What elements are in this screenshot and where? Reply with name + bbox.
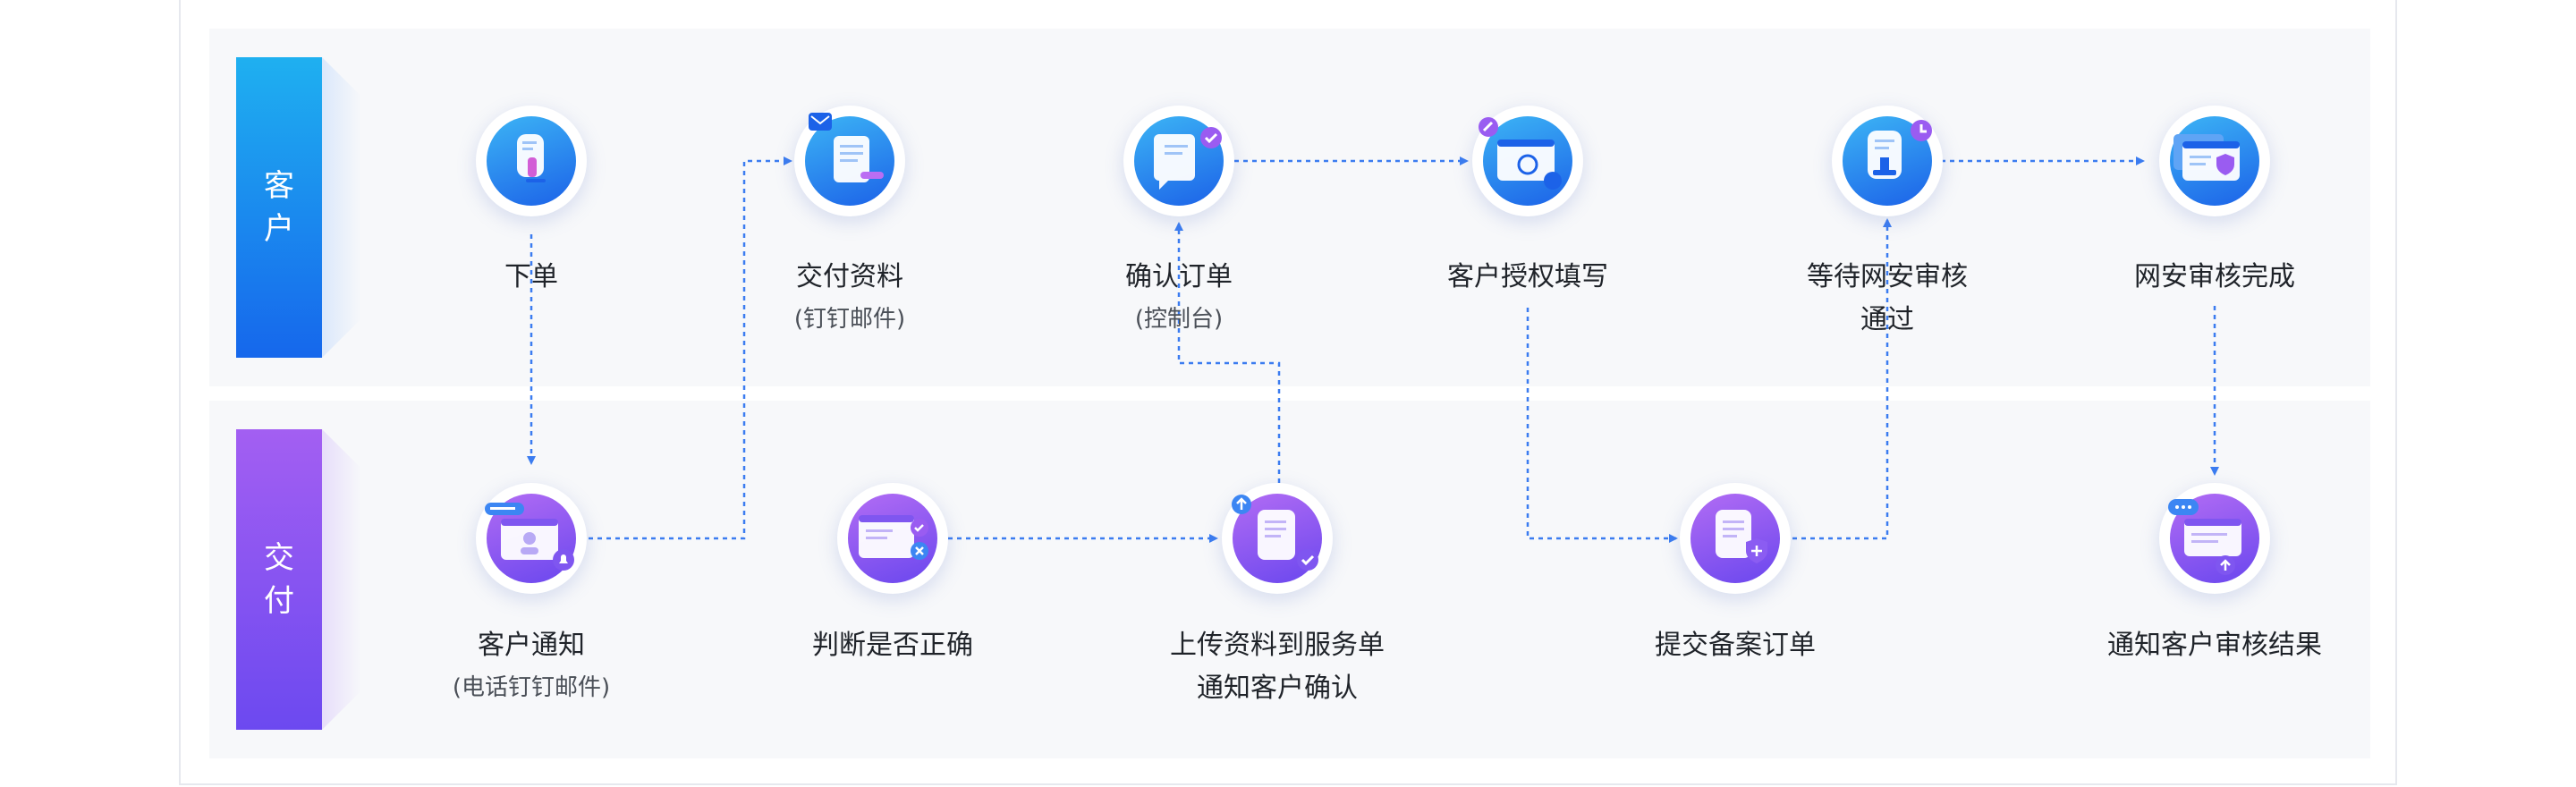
upload-docs-title: 上传资料到服务单 <box>1170 630 1385 661</box>
profile-bell-icon <box>485 503 574 571</box>
delivery-lane-label-line2: 付 <box>264 583 294 619</box>
customer-auth-label: 客户授权填写 <box>1447 256 1608 299</box>
delivery-lane-label-line1: 交 <box>264 540 294 576</box>
notify-customer-sub: (电话钉钉邮件) <box>452 674 611 701</box>
confirm-order-node[interactable] <box>1123 106 1234 216</box>
delivery-lane-tab <box>322 429 361 730</box>
deliver-docs-node[interactable] <box>794 106 905 216</box>
deliver-docs-sub: (钉钉邮件) <box>793 306 906 333</box>
check-cross-window-icon <box>859 515 928 560</box>
hand-form-icon <box>517 134 546 182</box>
connector-upload-to-confirm <box>1174 222 1281 483</box>
submit-filing-title: 提交备案订单 <box>1655 630 1816 661</box>
upload-docs-title2: 通知客户确认 <box>1197 673 1358 704</box>
stamp-clock-icon <box>1868 120 1932 179</box>
connector-submit-to-wait <box>1792 218 1892 540</box>
customer-lane <box>209 29 2370 386</box>
notify-result-title: 通知客户审核结果 <box>2107 630 2322 661</box>
customer-auth-title: 客户授权填写 <box>1447 261 1608 292</box>
review-done-label: 网安审核完成 <box>2134 256 2295 299</box>
notify-customer-title: 客户通知 <box>477 630 585 661</box>
judge-correct-label: 判断是否正确 <box>812 624 973 667</box>
connector-auth-to-submit <box>1526 308 1678 543</box>
confirm-order-title: 确认订单 <box>1125 261 1233 292</box>
wait-review-node[interactable] <box>1832 106 1943 216</box>
upload-docs-node[interactable] <box>1222 483 1333 594</box>
order-title: 下单 <box>504 261 558 292</box>
judge-correct-node[interactable] <box>837 483 948 594</box>
notify-result-label: 通知客户审核结果 <box>2107 624 2322 667</box>
notify-customer-node[interactable] <box>476 483 587 594</box>
customer-lane-label-line1: 客 <box>264 168 294 204</box>
message-upload-icon <box>2168 499 2241 575</box>
review-done-title: 网安审核完成 <box>2134 261 2295 292</box>
window-shield-icon <box>2174 134 2240 181</box>
submit-filing-node[interactable] <box>1680 483 1791 594</box>
upload-docs-label: 上传资料到服务单 通知客户确认 <box>1170 624 1385 710</box>
auth-window-icon <box>1479 117 1562 190</box>
order-node[interactable] <box>476 106 587 216</box>
submit-filing-label: 提交备案订单 <box>1655 624 1816 667</box>
wait-review-title: 等待网安审核 <box>1807 261 1968 292</box>
confirm-order-label: 确认订单 (控制台) <box>1125 256 1233 340</box>
customer-auth-node[interactable] <box>1472 106 1583 216</box>
order-label: 下单 <box>504 256 558 299</box>
customer-lane-label: 客 户 <box>236 57 322 358</box>
judge-correct-title: 判断是否正确 <box>812 630 973 661</box>
wait-review-label: 等待网安审核 通过 <box>1807 256 1968 342</box>
delivery-lane-label: 交 付 <box>236 429 322 730</box>
document-mail-icon <box>809 113 884 182</box>
deliver-docs-title: 交付资料 <box>795 261 903 292</box>
upload-document-icon <box>1232 495 1318 571</box>
deliver-docs-label: 交付资料 (钉钉邮件) <box>794 256 905 340</box>
document-check-icon <box>1154 127 1222 190</box>
connector-notify-to-deliver <box>589 157 792 540</box>
confirm-order-sub: (控制台) <box>1134 306 1224 333</box>
notify-result-node[interactable] <box>2159 483 2270 594</box>
customer-lane-label-line2: 户 <box>264 211 294 247</box>
notify-customer-label: 客户通知 (电话钉钉邮件) <box>453 624 610 708</box>
review-done-node[interactable] <box>2159 106 2270 216</box>
customer-lane-tab <box>322 57 361 358</box>
wait-review-title2: 通过 <box>1860 304 1914 335</box>
document-add-icon <box>1716 510 1767 563</box>
